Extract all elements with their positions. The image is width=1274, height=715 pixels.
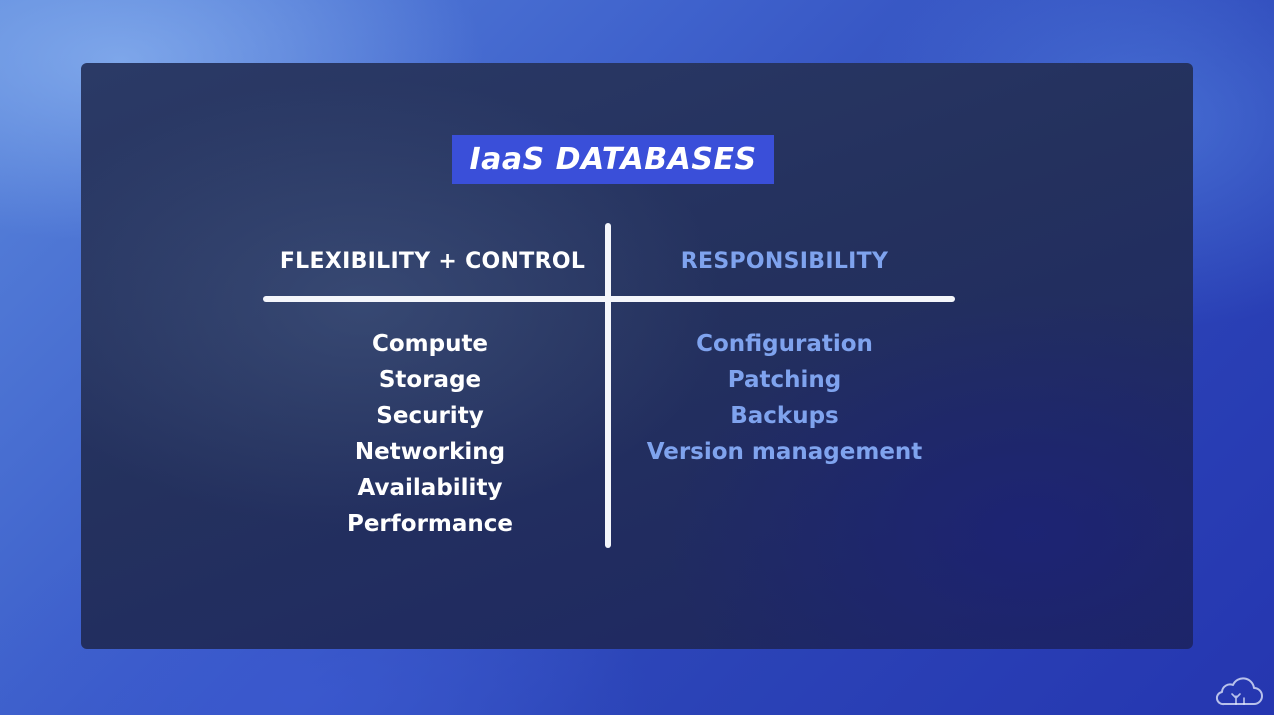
horizontal-divider: [263, 296, 955, 302]
right-list-item: Configuration: [696, 331, 873, 357]
left-list-item: Availability: [357, 475, 503, 501]
left-list-item: Compute: [371, 331, 489, 357]
left-list-item: Storage: [378, 367, 482, 393]
left-list-item: Performance: [346, 511, 514, 537]
cloud-icon: [1215, 677, 1263, 706]
vertical-divider: [605, 223, 611, 548]
left-column-heading: FLEXIBILITY + CONTROL: [279, 248, 586, 274]
title-box: IaaS DATABASES: [452, 135, 774, 184]
right-list-item: Version management: [646, 439, 923, 465]
left-list-item: Networking: [354, 439, 506, 465]
right-column-list: Configuration Patching Backups Version m…: [622, 326, 947, 470]
left-list-item: Security: [376, 403, 484, 429]
left-column-list: Compute Storage Security Networking Avai…: [270, 326, 590, 542]
right-column-heading: RESPONSIBILITY: [680, 248, 889, 274]
right-list-item: Patching: [727, 367, 842, 393]
right-list-item: Backups: [730, 403, 839, 429]
slide-title: IaaS DATABASES: [469, 142, 757, 177]
